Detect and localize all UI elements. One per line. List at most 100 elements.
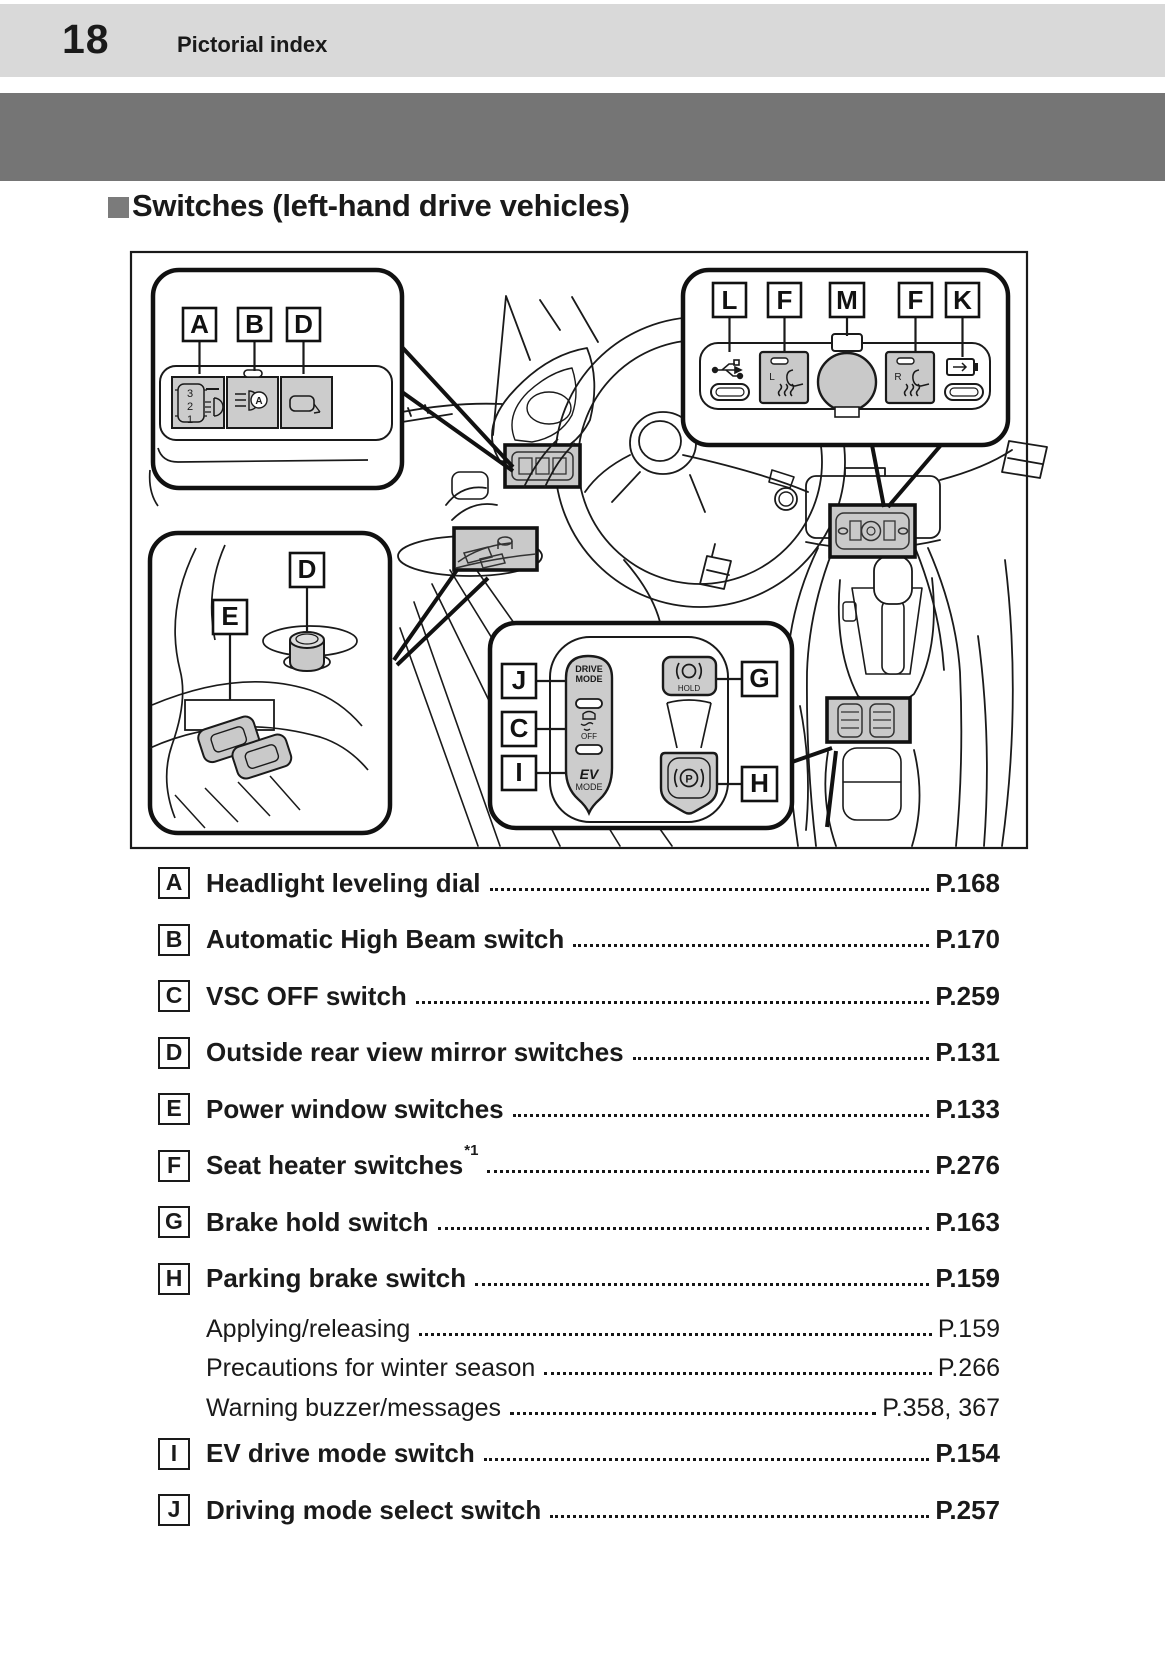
page-ref: P.159 [935, 1263, 1000, 1293]
index-label: Outside rear view mirror switches [206, 1037, 624, 1067]
auto-high-beam-icon [235, 390, 268, 411]
console-upper-panel: L R [699, 333, 991, 418]
dial-number-2: 2 [187, 401, 193, 413]
label-m: M [836, 285, 858, 315]
chapter-title: Pictorial index [177, 32, 328, 57]
index-row-i: I EV drive mode switch P.154 [158, 1437, 1000, 1471]
dial-number-1: 1 [187, 414, 193, 426]
dot-leader [483, 1458, 930, 1461]
door-panel-sketch [149, 544, 369, 829]
label-h: H [750, 768, 769, 798]
dot-leader [475, 1283, 930, 1286]
highlight-regions [452, 438, 917, 744]
page-ref: P.170 [935, 924, 1000, 954]
brake-hold-switch [661, 655, 718, 697]
index-label: VSC OFF switch [206, 980, 407, 1011]
index-label: Seat heater switches*1 [206, 1142, 479, 1180]
dot-leader [510, 1411, 877, 1415]
page-ref: P.154 [935, 1438, 1000, 1468]
label-d-top: D [294, 309, 313, 339]
index-row-f: F Seat heater switches*1 P.276 [158, 1142, 1000, 1183]
highlight-console-lower-panel [825, 696, 912, 744]
label-f-left: F [777, 285, 793, 315]
index-subrow: Warning buzzer/messages P.358, 367 [206, 1393, 1000, 1423]
drive-mode-label-1: DRIVE [575, 664, 603, 674]
page-ref: P.266 [937, 1354, 1000, 1382]
dot-leader [632, 1057, 930, 1060]
dot-leader [573, 944, 930, 947]
power-window-switches [197, 715, 293, 780]
index-label: EV drive mode switch [206, 1438, 475, 1468]
dot-leader [415, 1000, 930, 1004]
section-title: Switches (left-hand drive vehicles) [132, 188, 630, 223]
page-ref: P.159 [937, 1314, 1000, 1343]
usb-port-icon [710, 359, 750, 401]
seat-heater-right-button [884, 350, 936, 405]
dot-leader [512, 1113, 930, 1117]
index-row-j: J Driving mode select switch P.257 [158, 1493, 1000, 1527]
pointer-wedges [392, 344, 943, 828]
mirror-switch-icon [289, 395, 321, 414]
parking-brake-switch [659, 751, 719, 815]
label-f-right: F [908, 285, 924, 315]
index-key: I [158, 1437, 190, 1470]
page-ref: P.131 [935, 1037, 1000, 1067]
ev-mode-label-2: MODE [576, 782, 603, 792]
index-subrow: Precautions for winter season P.266 [206, 1354, 1000, 1384]
index-label: Parking brake switch [206, 1263, 467, 1293]
label-l: L [722, 285, 738, 315]
vsc-off-icon [580, 710, 596, 731]
label-c: C [510, 713, 529, 743]
label-g: G [749, 663, 769, 693]
index-label: Headlight leveling dial [206, 867, 481, 898]
auto-beam-a-letter: A [255, 396, 262, 407]
label-d-left: D [298, 554, 317, 584]
index-row-h: H Parking brake switch P.159 [158, 1262, 1000, 1296]
power-outlet [816, 333, 878, 418]
page-number: 18 [62, 16, 110, 62]
seat-right-letter: R [894, 372, 901, 383]
index-row-g: G Brake hold switch P.163 [158, 1205, 1000, 1239]
leader-lines [198, 317, 964, 786]
page-ref: P.259 [935, 980, 1000, 1011]
parking-p-letter: P [685, 774, 692, 786]
dot-leader [437, 1226, 930, 1230]
ev-mode-label-1: EV [580, 766, 600, 782]
dot-leader [544, 1372, 932, 1375]
page-header-bar: 18 Pictorial index [0, 4, 1165, 77]
index-key: C [158, 980, 190, 1012]
index-row-a: A Headlight leveling dial P.168 [158, 866, 1000, 900]
index-key: J [158, 1494, 190, 1526]
switch-index-list: A Headlight leveling dial P.168 B Automa… [158, 866, 1000, 1550]
label-k: K [953, 285, 972, 315]
index-label: Driving mode select switch [206, 1494, 542, 1525]
seat-left-letter: L [769, 372, 775, 383]
charging-port-icon [944, 358, 984, 401]
leveling-dial-icon [175, 383, 224, 423]
index-key: D [158, 1036, 190, 1069]
console-switch-cluster: DRIVE MODE OFF EV MODE HOLD [549, 636, 729, 823]
index-row-c: C VSC OFF switch P.259 [158, 979, 1000, 1013]
index-label: Brake hold switch [206, 1206, 429, 1237]
index-key: B [158, 923, 190, 956]
drive-mode-switch-column [564, 654, 614, 817]
page-ref: P.168 [935, 867, 1000, 898]
highlight-console-mirror-panel [452, 526, 539, 572]
index-key: F [158, 1149, 190, 1182]
page-ref: P.358, 367 [882, 1393, 1000, 1422]
drive-mode-label-2: MODE [576, 674, 603, 684]
index-key: H [158, 1262, 190, 1295]
index-sublabel: Precautions for winter season [206, 1354, 536, 1382]
heading-square-marker [108, 197, 129, 218]
page-ref: P.276 [935, 1150, 1000, 1180]
callout-label-boxes: A B D L F M F K D E J C I G H [181, 281, 981, 803]
hold-label: HOLD [678, 684, 700, 693]
index-row-d: D Outside rear view mirror switches P.13… [158, 1036, 1000, 1070]
chapter-banner [0, 93, 1165, 181]
vsc-off-label: OFF [581, 732, 597, 741]
section-heading: Switches (left-hand drive vehicles) [108, 188, 630, 224]
index-key: G [158, 1206, 190, 1238]
index-label: Automatic High Beam switch [206, 924, 565, 954]
